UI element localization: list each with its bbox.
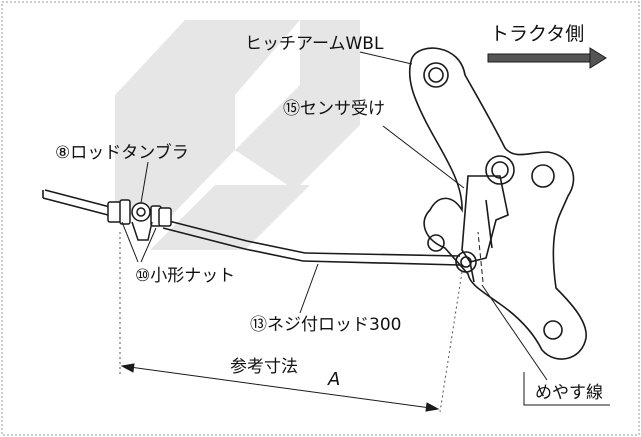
leader-lines [121,51,548,381]
sensor-receiver-label: ⑮センサ受け [283,99,385,119]
watermark [115,20,360,250]
sensor-bracket [461,155,515,283]
threaded-rod [42,189,461,266]
threaded-rod-label: ⑬ネジ付ロッド300 [250,315,401,335]
guide-line-label: めやす線 [535,383,603,403]
dimension-line [120,363,440,412]
dimension-symbol: A [327,369,340,390]
tractor-side-label: トラクタ側 [490,23,584,45]
tractor-side-arrow [487,47,607,69]
reference-dimension-label: 参考寸法 [230,357,298,377]
rod-tumbler-label: ⑧ロッドタンブラ [55,142,189,163]
dimension-extensions [119,232,463,413]
small-nut-label: ⑩小形ナット [135,266,235,286]
rod-end-eye [455,251,477,273]
hitch-arm [408,47,587,360]
guide-line-mark [477,231,484,283]
guide-callout-frame [523,372,610,406]
rod-tumbler [107,199,172,241]
hitch-arm-label: ヒッチアームWBL [245,34,384,54]
